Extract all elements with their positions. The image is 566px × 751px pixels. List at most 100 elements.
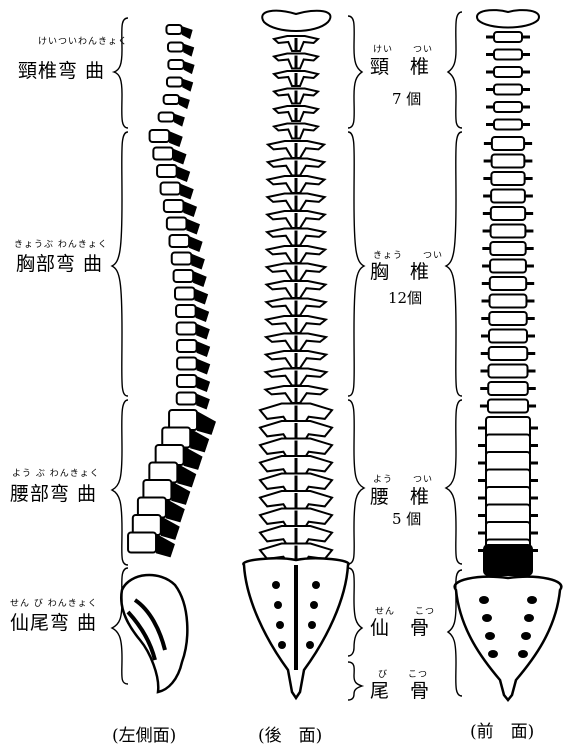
lateral-spinous-process xyxy=(197,360,210,374)
posterior-sacral-foramen xyxy=(308,621,316,629)
anterior-vertebra-body xyxy=(492,155,525,168)
brace-cervical xyxy=(348,16,362,128)
lateral-spinous-process xyxy=(183,45,193,56)
anterior-sacral-foramen xyxy=(482,614,492,622)
anterior-atlas xyxy=(477,10,539,27)
anterior-spine-drawing xyxy=(455,10,562,700)
lateral-spinous-process xyxy=(182,27,192,38)
anterior-vertebra-body xyxy=(494,120,522,130)
lateral-vertebra-body xyxy=(177,393,197,405)
lateral-spine-drawing xyxy=(121,25,215,692)
front-brace-lumbar xyxy=(446,400,462,564)
anterior-vertebra-body xyxy=(491,172,524,185)
anterior-vertebra-body xyxy=(494,32,522,42)
anterior-vertebra-body xyxy=(494,85,522,95)
lateral-vertebra-body xyxy=(177,358,197,370)
anterior-vertebra-body xyxy=(494,102,522,112)
anterior-vertebra-body xyxy=(492,137,524,150)
lateral-spinous-process xyxy=(183,202,196,216)
lateral-vertebra-body xyxy=(174,270,194,282)
lateral-vertebra-body xyxy=(169,235,189,247)
posterior-sacral-foramen xyxy=(274,601,282,609)
lateral-spinous-process xyxy=(196,395,209,409)
anterior-vertebra-body xyxy=(491,225,526,238)
anterior-vertebra-body xyxy=(490,260,526,273)
lateral-vertebra-body xyxy=(168,43,183,52)
lateral-spinous-process xyxy=(189,237,202,251)
anterior-vertebra-body xyxy=(490,242,525,255)
anterior-sacral-foramen xyxy=(488,650,498,658)
anterior-vertebra-body xyxy=(491,190,525,203)
lateral-vertebra-body xyxy=(164,95,179,104)
caption-back: (後 面) xyxy=(258,728,322,745)
lateral-vertebra-body xyxy=(153,148,173,160)
brace-thoracic xyxy=(348,132,364,396)
anterior-vertebra-body xyxy=(489,330,527,343)
lateral-spinous-process xyxy=(177,167,190,181)
anterior-sacral-foramen xyxy=(521,632,531,640)
lateral-spinous-process xyxy=(180,185,193,199)
posterior-atlas xyxy=(262,11,330,31)
lateral-spinous-process xyxy=(197,342,210,356)
anterior-vertebra-body xyxy=(490,277,526,290)
lateral-vertebra-body xyxy=(167,78,182,87)
lateral-vertebra-body xyxy=(150,130,170,142)
anterior-vertebra-body xyxy=(494,50,522,60)
thoracic-curve-ruby: きょうぶ わんきょく xyxy=(14,241,108,250)
coccyx-label: 尾 骨 xyxy=(370,682,430,701)
lateral-vertebra-body xyxy=(166,25,181,34)
lateral-vertebra-body xyxy=(159,113,174,122)
front-brace-thoracic xyxy=(446,132,462,396)
lateral-vertebra-body xyxy=(175,288,195,300)
lateral-spinous-process xyxy=(173,150,186,164)
anterior-sacral-foramen xyxy=(518,650,528,658)
lateral-spinous-process xyxy=(186,220,199,234)
cervical-count: 7 個 xyxy=(392,92,421,107)
posterior-sacral-foramen xyxy=(312,581,320,589)
sacrococcygeal-curve-label: 仙尾弯 曲 xyxy=(10,614,97,633)
posterior-spine-drawing xyxy=(243,11,348,698)
lateral-vertebra-body xyxy=(177,340,197,352)
cervical-ruby: けい つい xyxy=(373,46,433,55)
lumbar-ruby: よう つい xyxy=(373,476,433,485)
lateral-spinous-process xyxy=(193,272,206,286)
posterior-sacral-foramen xyxy=(278,641,286,649)
lumbar-count: 5 個 xyxy=(392,512,421,527)
lumbar-curve-ruby: よう ぶ わんきょく xyxy=(12,470,100,479)
anterior-vertebra-body xyxy=(488,365,527,378)
sacrococcygeal-curve-ruby: せん び わんきょく xyxy=(10,600,98,609)
posterior-sacral-foramen xyxy=(310,601,318,609)
brace-cervical-curve xyxy=(114,18,128,128)
thoracic-label: 胸 椎 xyxy=(370,263,430,282)
lateral-vertebra-body xyxy=(164,200,184,212)
sacrum-label: 仙 骨 xyxy=(370,619,430,638)
anterior-vertebra-body xyxy=(490,295,527,308)
sacrum-ruby: せん こつ xyxy=(375,608,435,617)
thoracic-curve-label: 胸部弯 曲 xyxy=(16,255,103,274)
lateral-spinous-process xyxy=(182,80,192,91)
lateral-vertebra-body xyxy=(177,375,197,387)
lateral-vertebra-body xyxy=(167,218,187,230)
anterior-vertebra-body xyxy=(488,382,528,395)
lateral-vertebra-body xyxy=(157,165,177,177)
front-brace-cervical xyxy=(448,12,462,128)
cervical-curve-label: 頸椎弯 曲 xyxy=(18,62,105,81)
lateral-spinous-process xyxy=(191,255,204,269)
lateral-spinous-process xyxy=(184,62,194,73)
brace-thoracic-curve xyxy=(112,132,128,396)
lateral-spinous-process xyxy=(197,377,210,391)
anterior-vertebra-body xyxy=(489,347,528,360)
coccyx-ruby: び こつ xyxy=(378,671,428,680)
anterior-vertebra-body xyxy=(488,400,528,413)
caption-front: (前 面) xyxy=(470,724,534,741)
lateral-spinous-process xyxy=(179,97,189,108)
posterior-sacral-foramen xyxy=(272,581,280,589)
lateral-spinous-process xyxy=(174,115,184,126)
lateral-spinous-process xyxy=(197,412,215,434)
lateral-spinous-process xyxy=(196,307,209,321)
anterior-vertebra-body xyxy=(491,207,525,220)
caption-left-side: (左側面) xyxy=(112,728,176,745)
lateral-vertebra-body xyxy=(128,533,156,553)
anterior-vertebra-body xyxy=(489,312,526,325)
